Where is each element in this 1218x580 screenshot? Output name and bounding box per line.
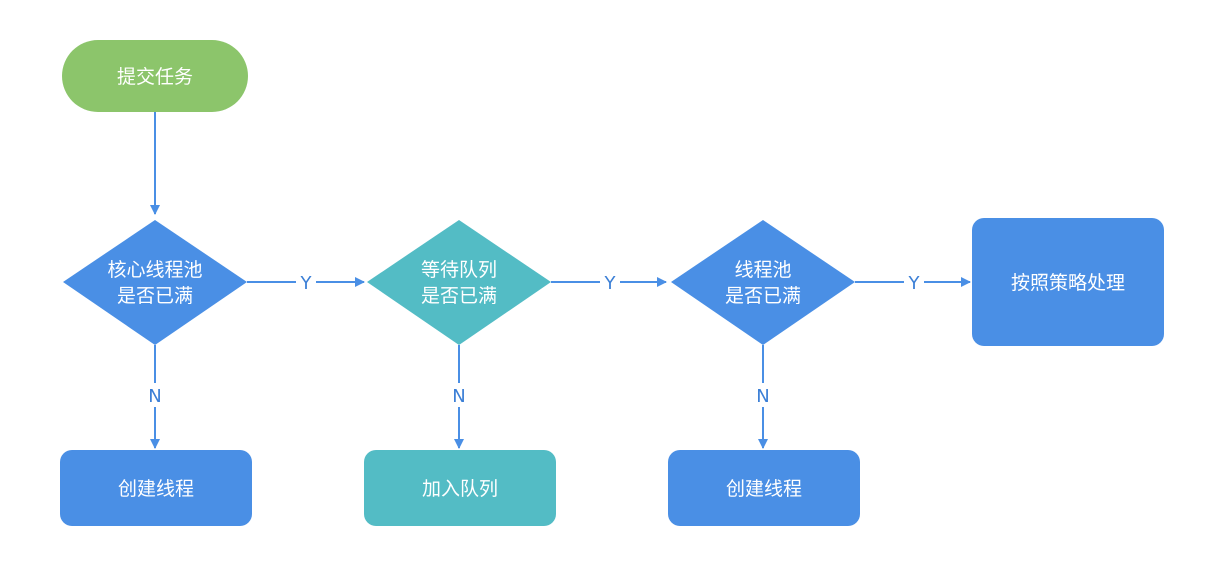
process-create-thread-2-label: 创建线程 [726,478,802,500]
decision-queue-line1: 等待队列 [421,259,497,281]
edge-label-yes: Y [604,273,617,294]
process-policy-label: 按照策略处理 [1011,272,1125,294]
process-create-thread-2: 创建线程 [668,450,860,526]
decision-core-pool: 核心线程池 是否已满 [63,220,247,345]
decision-core-pool-line1: 核心线程池 [107,259,202,281]
process-policy: 按照策略处理 [972,218,1164,346]
process-enqueue-label: 加入队列 [422,478,498,500]
edge-label-no: N [756,386,769,407]
edge-label-yes: Y [908,273,921,294]
process-create-thread-1-label: 创建线程 [118,478,194,500]
decision-queue: 等待队列 是否已满 [367,220,551,345]
edge-label-yes: Y [300,273,313,294]
start-node-label: 提交任务 [117,66,193,88]
decision-thread-pool-line1: 线程池 [734,259,791,281]
process-enqueue: 加入队列 [364,450,556,526]
edge-label-no: N [148,386,161,407]
edge-label-no: N [452,386,465,407]
decision-thread-pool-line2: 是否已满 [725,285,801,307]
decision-core-pool-line2: 是否已满 [117,285,193,307]
decision-thread-pool: 线程池 是否已满 [671,220,855,345]
decision-queue-line2: 是否已满 [421,285,497,307]
start-node: 提交任务 [62,40,248,112]
process-create-thread-1: 创建线程 [60,450,252,526]
edges: Y Y Y N N N [144,112,971,449]
